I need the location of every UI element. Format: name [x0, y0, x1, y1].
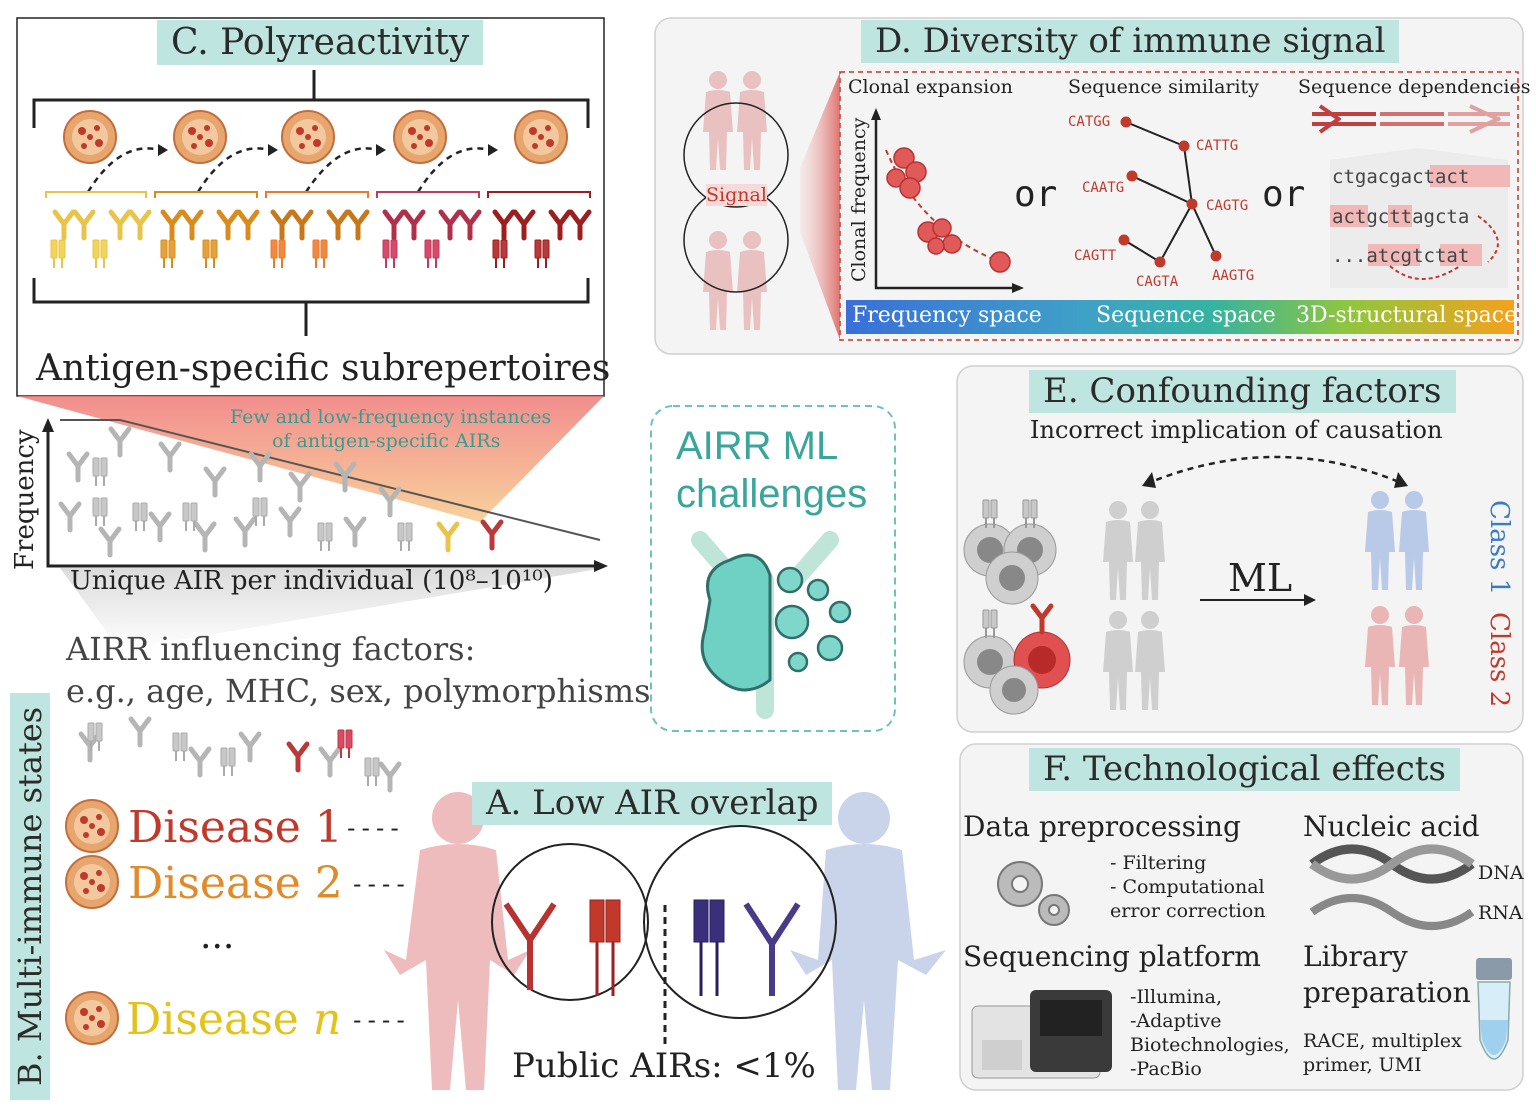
brain-gear-icon: [691, 531, 852, 719]
structural-space-label: 3D-structural space: [1296, 303, 1518, 328]
pacbio-item: -PacBio: [1130, 1058, 1202, 1080]
disease-n-prefix: Disease: [126, 994, 313, 1045]
public-airs-label: Public AIRs: <1%: [512, 1046, 816, 1086]
disease-n-dashes: ----: [350, 1006, 408, 1034]
influencing-factors-title: AIRR influencing factors:: [66, 630, 476, 668]
primer-item: primer, UMI: [1303, 1054, 1422, 1076]
node-label: CAATG: [1082, 180, 1125, 196]
adaptive-item: -Adaptive: [1130, 1010, 1222, 1032]
illumina-item: -Illumina,: [1130, 986, 1223, 1008]
gear-icon: [997, 861, 1070, 926]
rna-icon: [1309, 894, 1475, 930]
computational-item: - Computational: [1110, 876, 1265, 898]
error-correction-item: error correction: [1110, 900, 1266, 922]
sequence-row: ...atcgtctat: [1332, 245, 1470, 267]
sequencing-platform-label: Sequencing platform: [963, 940, 1261, 973]
preparation-label: preparation: [1303, 976, 1471, 1009]
data-preprocessing-label: Data preprocessing: [963, 810, 1241, 843]
panel-c-subtitle: Antigen-specific subrepertoires: [36, 348, 611, 389]
node-label: AAGTG: [1212, 268, 1255, 284]
unique-air-axis-label: Unique AIR per individual (10⁸–10¹⁰): [70, 566, 553, 596]
sequence-similarity-label: Sequence similarity: [1068, 76, 1259, 98]
frequency-axis-label: Frequency: [10, 429, 40, 570]
panel-c-title: C. Polyreactivity: [157, 20, 484, 65]
disease-n-label: Disease n: [126, 994, 341, 1045]
class-1-label: Class 1: [1484, 500, 1514, 596]
b-cell-icon: [963, 523, 1071, 715]
human-silhouette-left: [384, 792, 530, 1090]
ml-box-title-2: challenges: [676, 472, 868, 516]
node-label: CATTG: [1196, 138, 1239, 154]
sequencer-icon: [971, 990, 1112, 1079]
antibody-group-yellow: [45, 191, 149, 269]
panel-e-subtitle: Incorrect implication of causation: [1030, 416, 1443, 444]
antibody-group-orange: [265, 191, 368, 269]
library-label: Library: [1303, 940, 1408, 973]
ml-box-title-1: AIRR ML: [676, 424, 839, 468]
dna-label: DNA: [1478, 862, 1524, 884]
space-gradient-bar: [846, 300, 1514, 334]
sequence-space-label: Sequence space: [1096, 303, 1276, 328]
biotechnologies-item: Biotechnologies,: [1130, 1034, 1290, 1056]
sequence-dependencies-label: Sequence dependencies: [1298, 76, 1531, 98]
dna-icon: [1309, 844, 1475, 884]
disease-2-label: Disease 2: [128, 858, 343, 909]
panel-a-title: A. Low AIR overlap: [472, 782, 833, 825]
disease-1-dashes: ----: [344, 814, 402, 842]
panel-b-title: B. Multi-immune states: [10, 692, 50, 1100]
node-label: CAGTA: [1136, 274, 1179, 290]
disease-2-dashes: ----: [350, 870, 408, 898]
or-label-1: or: [1014, 174, 1058, 215]
virus-icon: [65, 799, 119, 1045]
antibody-group-gold: [154, 191, 257, 269]
disease-ellipsis: ...: [200, 916, 235, 957]
panel-e-title: E. Confounding factors: [1029, 370, 1456, 413]
node-label: CATGG: [1068, 114, 1111, 130]
nucleic-acid-label: Nucleic acid: [1303, 810, 1480, 843]
clonal-frequency-axis: Clonal frequency: [848, 117, 870, 282]
antigen-specific-label: of antigen-specific AIRs: [272, 430, 501, 452]
clonal-expansion-label: Clonal expansion: [848, 76, 1013, 98]
few-instances-label: Few and low-frequency instances: [230, 406, 552, 428]
antibody-group-darkred: [487, 191, 590, 269]
panel-f-title: F. Technological effects: [1029, 748, 1460, 791]
human-silhouette-right: [790, 792, 946, 1090]
node-label: CAGTG: [1206, 198, 1249, 214]
signal-label: Signal: [706, 184, 767, 206]
or-label-2: or: [1262, 174, 1306, 215]
frequency-space-label: Frequency space: [852, 303, 1042, 328]
influencing-factors-examples: e.g., age, MHC, sex, polymorphisms: [66, 672, 651, 710]
sequence-row: ctgacgactact: [1332, 166, 1470, 188]
rna-label: RNA: [1478, 902, 1523, 924]
node-label: CAGTT: [1074, 248, 1117, 264]
tube-icon: [1476, 958, 1512, 1060]
sequence-row: actgcttagcta: [1332, 206, 1470, 228]
filtering-item: - Filtering: [1110, 852, 1207, 874]
disease-n-suffix: n: [312, 994, 342, 1045]
race-item: RACE, multiplex: [1303, 1030, 1462, 1052]
panel-d-title: D. Diversity of immune signal: [861, 20, 1400, 63]
antibody-group-pink: [376, 191, 479, 269]
class-2-label: Class 2: [1484, 612, 1514, 708]
ml-arrow-label: ML: [1228, 556, 1293, 600]
disease-1-label: Disease 1: [128, 802, 343, 853]
